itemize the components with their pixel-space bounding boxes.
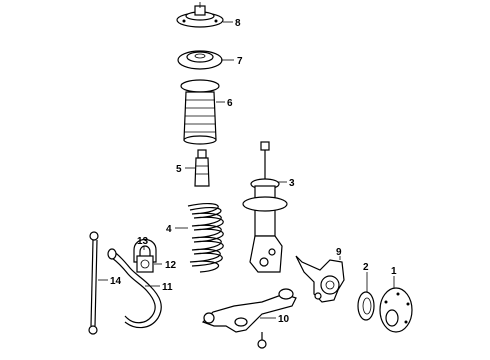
callout-7: 7 — [237, 56, 243, 67]
lower-control-arm — [201, 288, 297, 349]
coil-spring — [187, 202, 224, 273]
spring-seat — [177, 50, 223, 70]
callout-8: 8 — [235, 18, 241, 29]
wheel-bearing — [357, 291, 375, 321]
bump-stop — [194, 149, 210, 187]
callout-11: 11 — [162, 282, 173, 293]
callout-5: 5 — [176, 164, 182, 175]
strut-assembly — [242, 141, 288, 273]
stabilizer-bushing — [136, 255, 154, 273]
callout-14: 14 — [110, 276, 122, 287]
callout-4: 4 — [166, 224, 172, 235]
stabilizer-link — [88, 231, 99, 335]
callout-13: 13 — [137, 236, 149, 247]
callout-labels: 8 7 6 5 3 4 9 13 12 11 14 10 2 1 — [110, 18, 397, 325]
callout-3: 3 — [289, 178, 295, 189]
callout-10: 10 — [278, 314, 290, 325]
callout-6: 6 — [227, 98, 233, 109]
leader-lines — [98, 21, 395, 319]
strut-mount — [176, 2, 224, 28]
dust-boot — [180, 79, 220, 145]
hub-flange — [379, 287, 413, 333]
callout-2: 2 — [363, 262, 369, 273]
callout-9: 9 — [336, 247, 342, 258]
steering-knuckle — [295, 255, 345, 303]
callout-1: 1 — [391, 266, 397, 277]
callout-12: 12 — [165, 260, 177, 271]
